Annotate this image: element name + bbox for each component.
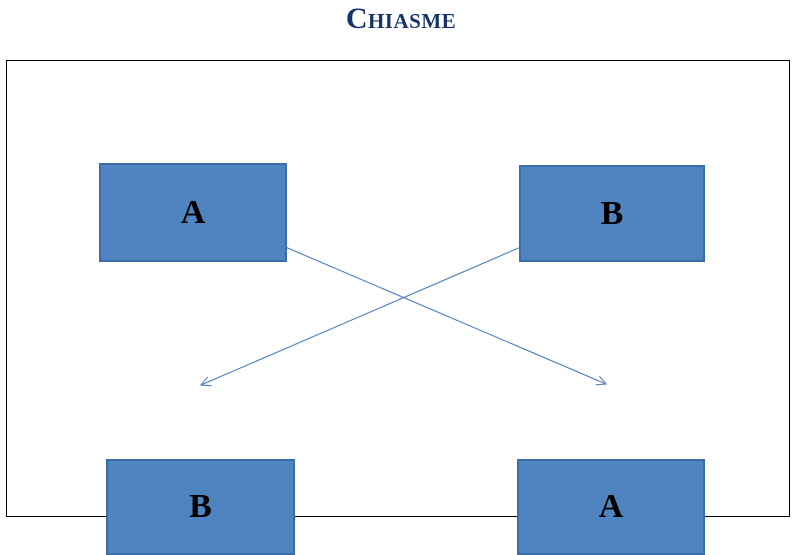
- node-label-bottom-left: B: [189, 488, 212, 525]
- node-box-top-right[interactable]: B: [519, 165, 705, 262]
- node-label-top-right: B: [600, 194, 624, 232]
- node-box-bottom-left[interactable]: B: [106, 459, 295, 555]
- node-label-bottom-right: A: [598, 488, 624, 525]
- node-box-top-left[interactable]: A: [99, 163, 287, 262]
- node-box-bottom-right[interactable]: A: [517, 459, 705, 555]
- connector-layer: [199, 207, 611, 387]
- node-label-top-left: A: [180, 193, 206, 231]
- diagram-frame: A B B A: [6, 60, 790, 555]
- page-title: Chiasme: [345, 2, 457, 35]
